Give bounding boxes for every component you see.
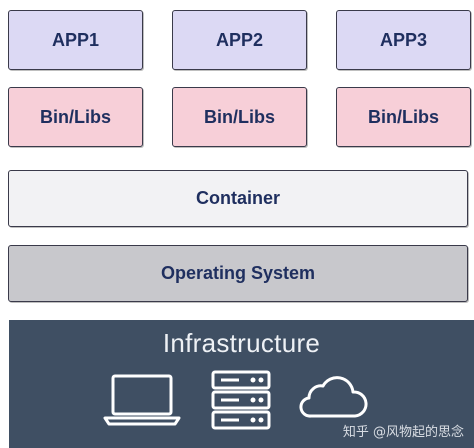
app3-box: APP3	[336, 10, 471, 70]
operating-system-label: Operating System	[160, 263, 316, 283]
binlibs2-box: Bin/Libs	[172, 87, 307, 147]
app2-box: APP2	[172, 10, 307, 70]
binlibs3-box: Bin/Libs	[336, 87, 471, 147]
container-layer: Container	[8, 170, 468, 227]
binlibs1-label: Bin/Libs	[40, 106, 111, 127]
app3-label: APP3	[379, 29, 428, 50]
watermark-text: 知乎 @风物起的思念	[342, 425, 464, 440]
app1-box: APP1	[8, 10, 143, 70]
binlibs3-label: Bin/Libs	[368, 106, 439, 127]
server-icon	[211, 370, 271, 430]
operating-system-layer: Operating System	[8, 245, 468, 302]
binlibs1-box: Bin/Libs	[8, 87, 143, 147]
cloud-icon	[299, 376, 368, 418]
app2-label: APP2	[215, 29, 264, 50]
binlibs2-label: Bin/Libs	[204, 106, 275, 127]
infrastructure-layer: Infrastructure 知乎 @风物起的思念	[9, 320, 474, 448]
infrastructure-title: Infrastructure	[162, 328, 321, 358]
laptop-icon	[103, 374, 181, 426]
container-label: Container	[195, 188, 280, 208]
app1-label: APP1	[51, 29, 100, 50]
